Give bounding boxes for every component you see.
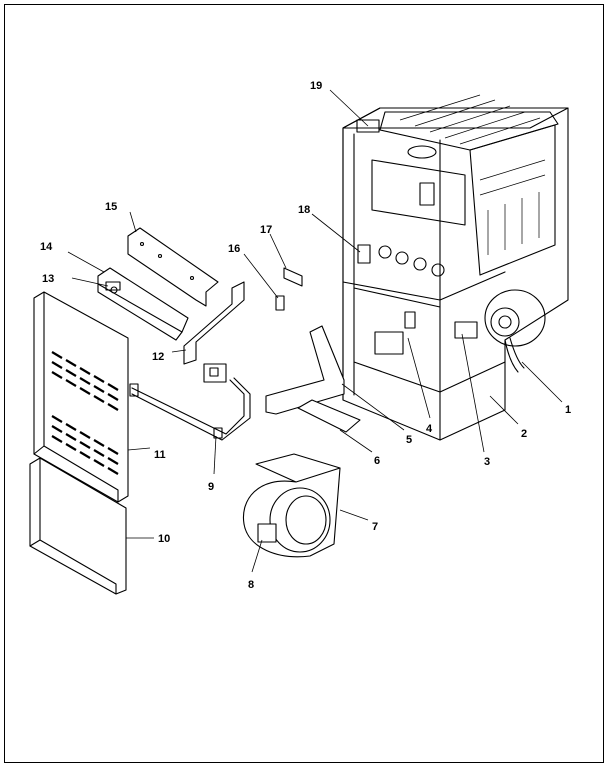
callout-18: 18 <box>298 204 310 216</box>
furnace-cabinet <box>342 94 569 441</box>
callout-2: 2 <box>521 428 527 440</box>
callout-4: 4 <box>426 423 433 435</box>
callout-10: 10 <box>158 533 170 545</box>
blower-bracket <box>265 325 345 415</box>
callout-1: 1 <box>565 404 571 416</box>
callout-9: 9 <box>208 481 214 493</box>
callout-7: 7 <box>372 521 378 533</box>
callout-6: 6 <box>374 455 380 467</box>
callout-17: 17 <box>260 224 272 236</box>
callout-14: 14 <box>40 241 53 253</box>
baffle-plate <box>297 399 361 433</box>
callout-labels: 1 2 3 4 5 6 7 8 9 10 11 12 13 14 15 16 1… <box>40 80 571 591</box>
callout-8: 8 <box>248 579 254 591</box>
upper-door-panel <box>33 291 129 503</box>
blower-housing <box>242 453 341 558</box>
callout-11: 11 <box>154 449 166 461</box>
callout-16: 16 <box>228 243 240 255</box>
callout-5: 5 <box>406 434 412 446</box>
callout-12: 12 <box>152 351 164 363</box>
callout-15: 15 <box>105 201 117 213</box>
callout-13: 13 <box>42 273 54 285</box>
callout-19: 19 <box>310 80 322 92</box>
gas-valve-assembly <box>129 267 303 441</box>
callout-3: 3 <box>484 456 490 468</box>
lower-door-panel <box>29 457 127 595</box>
diagram-frame <box>4 4 604 763</box>
top-bracket-assembly <box>97 227 219 341</box>
leader-lines <box>67 89 563 573</box>
